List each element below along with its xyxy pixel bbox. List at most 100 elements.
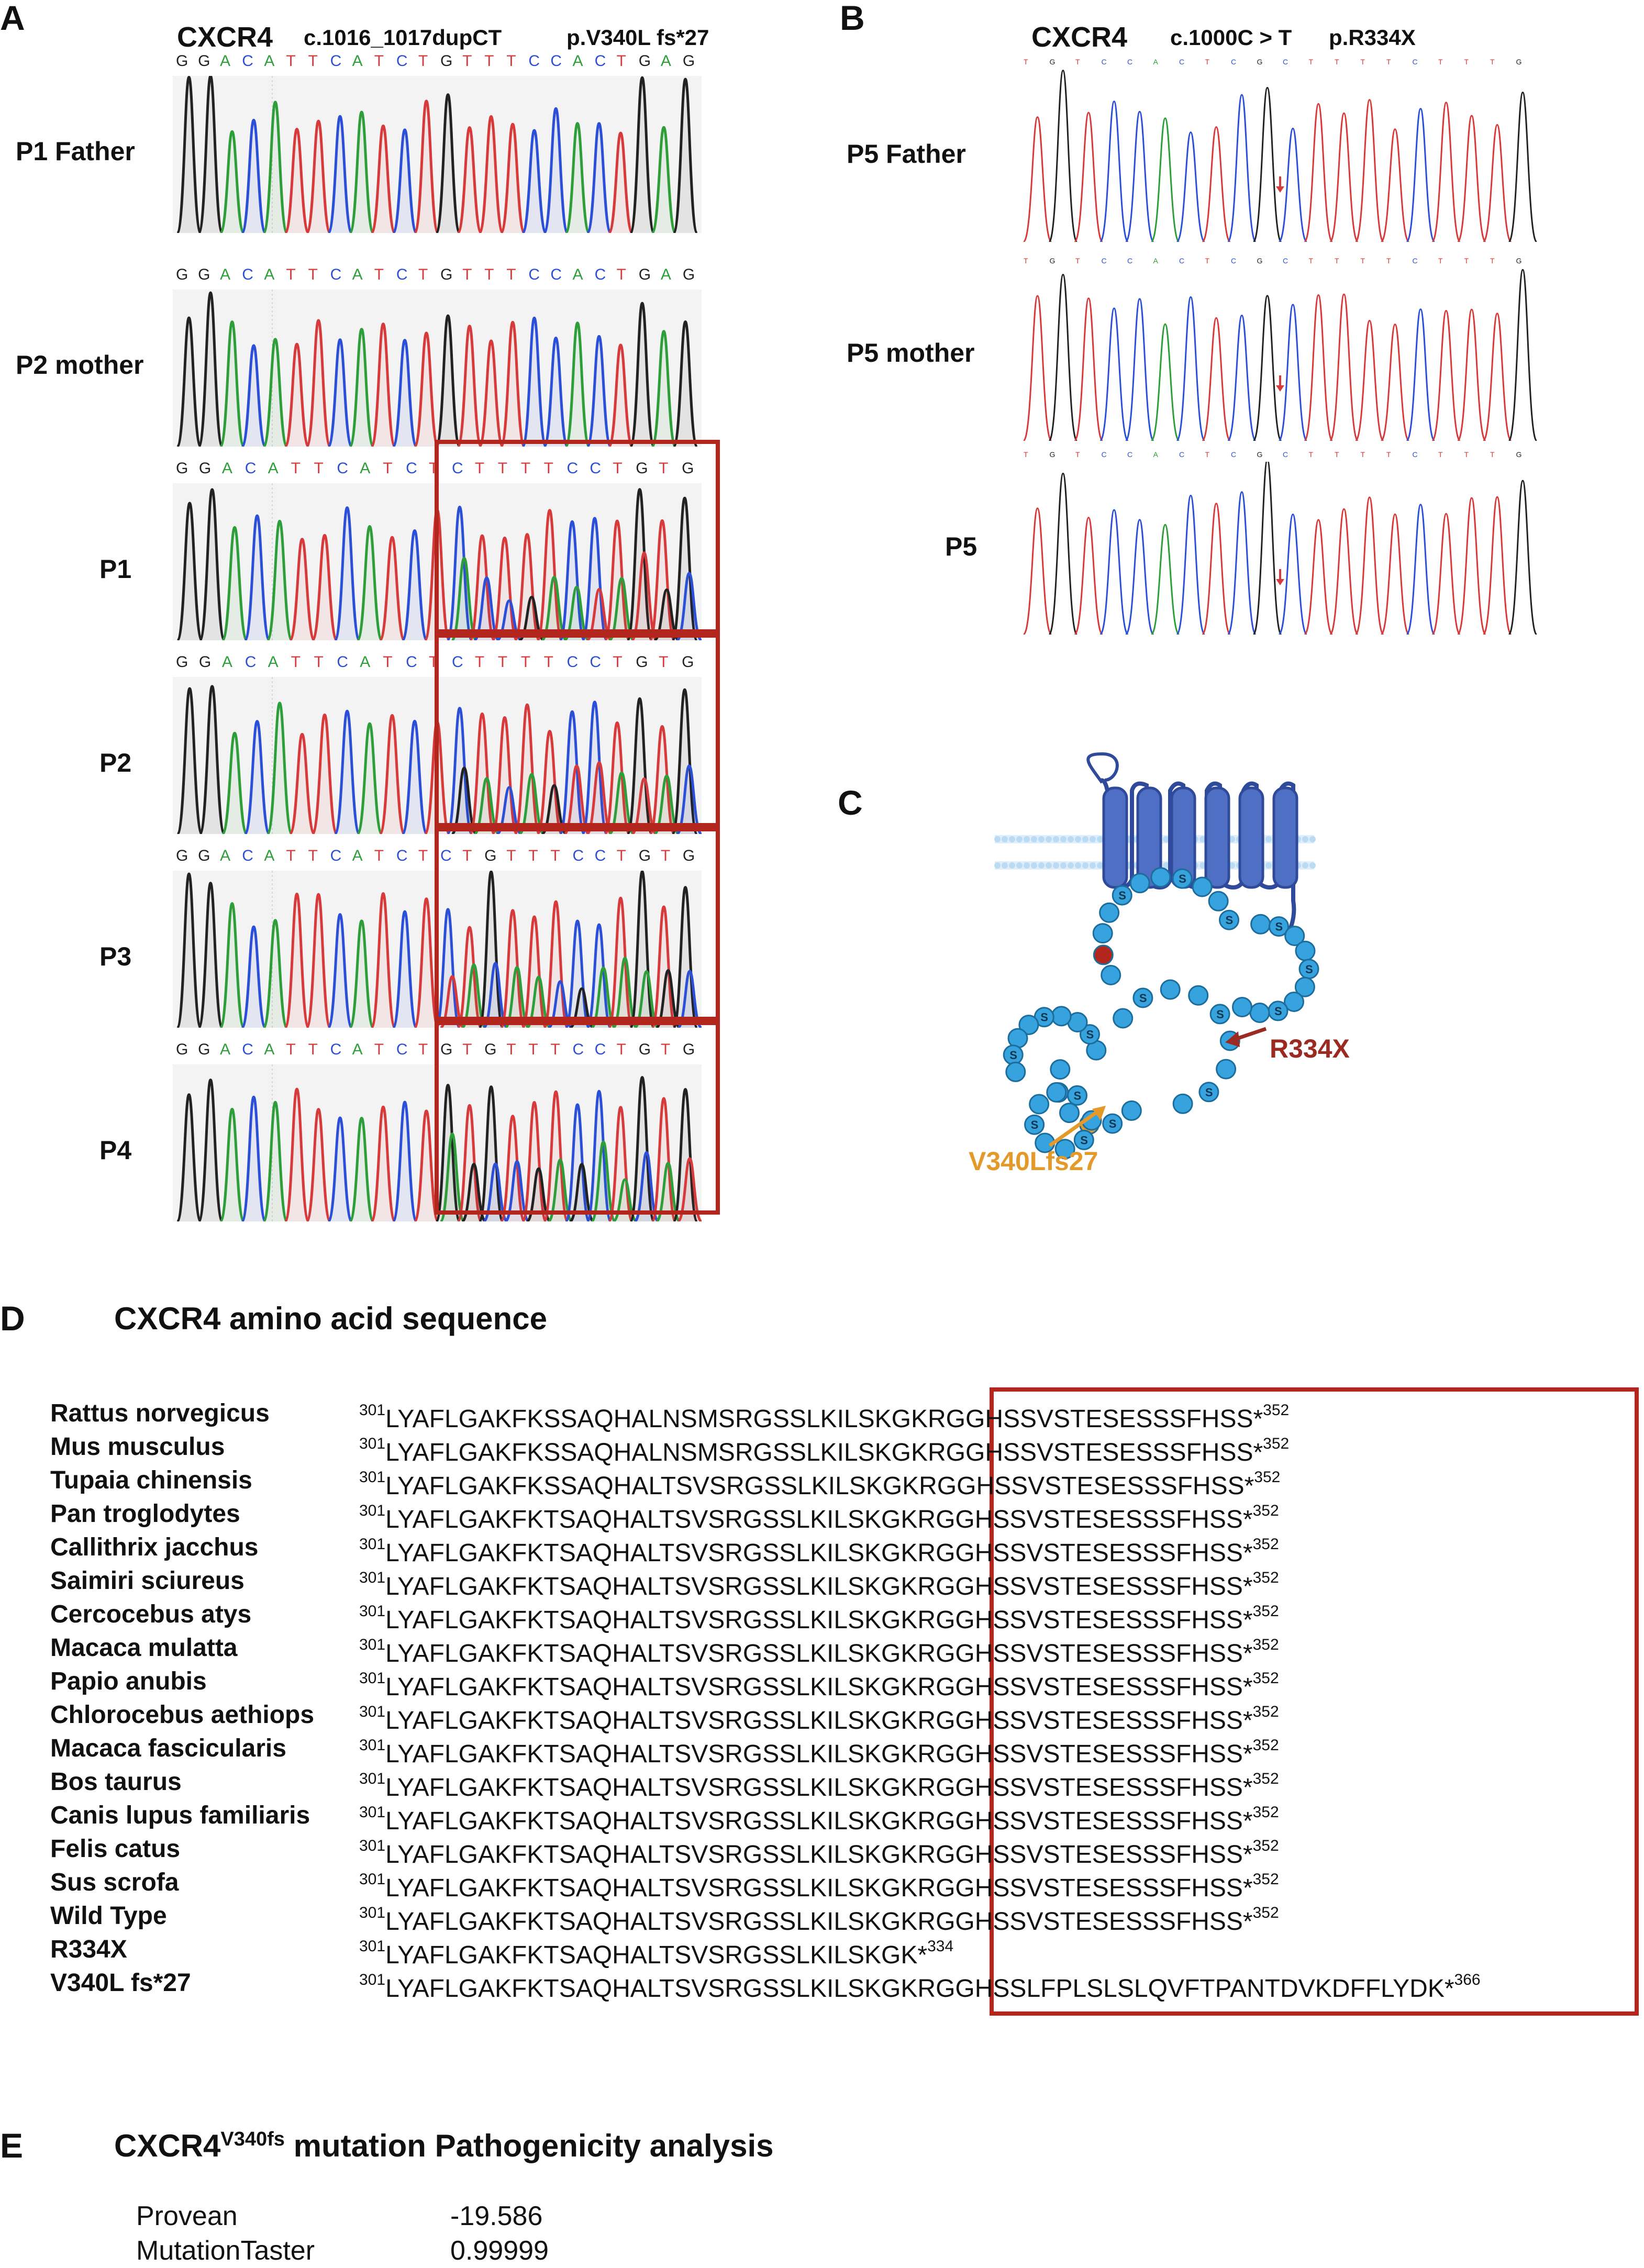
chromatogram-peak (446, 707, 474, 834)
base-call: T (286, 1041, 296, 1058)
base-call: T (1490, 450, 1495, 459)
sequence-residues: LYAFLGAKFKTSAQHALTSVSRGSSLKILSKGKRGGHSSV… (385, 1506, 1253, 1533)
panel-a-cdna: c.1016_1017dupCT (304, 25, 502, 50)
phosphoserine-letter: S (1080, 1133, 1088, 1147)
base-call: T (474, 653, 485, 671)
chromatogram-peak (175, 76, 203, 233)
base-call: T (484, 266, 494, 283)
base-call: C (1412, 450, 1418, 459)
lipid-head (1016, 836, 1023, 842)
chromatogram-peak (198, 488, 226, 640)
base-call: A (220, 52, 231, 70)
chromatogram-peak (603, 519, 631, 640)
base-call: T (286, 266, 296, 283)
base-call: C (550, 52, 562, 70)
panel-a-protein: p.V340L fs*27 (566, 25, 709, 50)
lipid-head (1309, 862, 1316, 869)
chromatogram-trace (173, 76, 702, 233)
chromatogram-peak (439, 975, 465, 1028)
aligned-sequence: 301LYAFLGAKFKTSAQHALTSVSRGSSLKILSKGKRGGH… (359, 1732, 1279, 1768)
chromatogram-peak (262, 1100, 288, 1221)
chromatogram-peak (1508, 480, 1538, 635)
chromatogram-peak (1303, 519, 1334, 635)
base-call: T (418, 52, 428, 70)
chromatogram-peak (1073, 112, 1104, 242)
sequence-end-position: 352 (1252, 1670, 1279, 1687)
v340-arrow (1048, 1106, 1106, 1147)
base-call: T (1438, 450, 1443, 459)
base-call: G (682, 847, 695, 864)
chromatogram-peak (607, 1106, 634, 1221)
base-call: T (520, 460, 531, 477)
species-name: Tupaia chinensis (50, 1466, 252, 1494)
chromatogram-peak (1099, 101, 1129, 242)
base-call: C (242, 52, 253, 70)
base-call: G (1257, 58, 1263, 66)
chromatogram-peak (672, 320, 699, 447)
base-call: T (1360, 257, 1365, 265)
species-name: Papio anubis (50, 1667, 207, 1695)
chromatogram-peak (569, 1163, 595, 1221)
trace-label: P2 mother (16, 350, 144, 380)
species-name: Rattus norvegicus (50, 1399, 270, 1427)
chromatogram-peak (633, 1151, 660, 1221)
sequence-end-position: 352 (1252, 1569, 1279, 1586)
chromatogram-peak (311, 713, 339, 834)
chromatogram-peak (378, 536, 406, 640)
lipid-head (1038, 836, 1045, 842)
base-call: C (1283, 450, 1288, 459)
chromatogram-peak (1406, 504, 1436, 635)
base-call: T (506, 266, 516, 283)
chromatogram-peak (607, 343, 634, 447)
base-call: G (198, 1041, 210, 1058)
tail-residue (1018, 1015, 1039, 1036)
tail-residue (1188, 985, 1209, 1006)
tail-residue (1005, 1061, 1026, 1082)
phosphoserine-letter: S (1086, 1028, 1094, 1041)
panel-a-letter: A (0, 0, 25, 37)
phosphoserine-letter: S (1275, 920, 1283, 933)
chromatogram-peak (288, 732, 316, 834)
chromatogram-peak (327, 115, 353, 233)
trace-label: P3 (99, 942, 132, 971)
chromatogram-peak (435, 908, 461, 1028)
tail-residue (1232, 997, 1252, 1018)
chromatogram-peak (348, 328, 375, 447)
chromatogram-peak (563, 764, 590, 834)
chromatogram-peak (629, 1076, 656, 1221)
chromatogram-peak (1354, 319, 1385, 441)
chromatogram-peak (499, 123, 526, 233)
chromatogram-peak (243, 514, 271, 640)
base-call: T (659, 460, 669, 477)
phosphoserine-letter: S (1216, 1008, 1224, 1021)
chromatogram-peak (1354, 99, 1385, 242)
transmembrane-helix (1102, 786, 1128, 889)
tail-residue (1160, 979, 1181, 1000)
base-call: A (352, 1041, 363, 1058)
sequence-end-position: 352 (1254, 1469, 1281, 1486)
chromatogram-peak (477, 115, 505, 233)
base-call: T (660, 847, 671, 864)
sequence-start-position: 301 (359, 1569, 386, 1586)
sequence-start-position: 301 (359, 1703, 386, 1720)
phosphoserine-letter: S (1118, 889, 1126, 902)
chromatogram-peak (1227, 94, 1257, 242)
chromatogram-peak (564, 1103, 591, 1221)
chromatogram-peak (591, 966, 616, 1028)
chromatogram-peak (197, 291, 224, 447)
species-name: Pan troglodytes (50, 1500, 240, 1528)
base-call: G (636, 460, 648, 477)
lipid-head (1082, 862, 1088, 869)
base-call: T (1438, 58, 1443, 66)
base-call: A (1153, 257, 1158, 265)
base-call: T (613, 653, 623, 671)
sequence-residues: LYAFLGAKFKTSAQHALTSVSRGSSLKILSKGKRGGHSSV… (385, 1841, 1253, 1869)
tail-residue (1051, 1006, 1072, 1027)
tail-residue (1216, 1059, 1237, 1080)
sequence-residues: LYAFLGAKFKTSAQHALTSVSRGSSLKILSKGKRGGHSSV… (385, 1673, 1253, 1701)
species-name: Macaca fascicularis (50, 1735, 286, 1762)
panel-d-letter: D (0, 1299, 25, 1338)
chromatogram-peak (468, 712, 496, 834)
chromatogram-peak (283, 1087, 310, 1221)
